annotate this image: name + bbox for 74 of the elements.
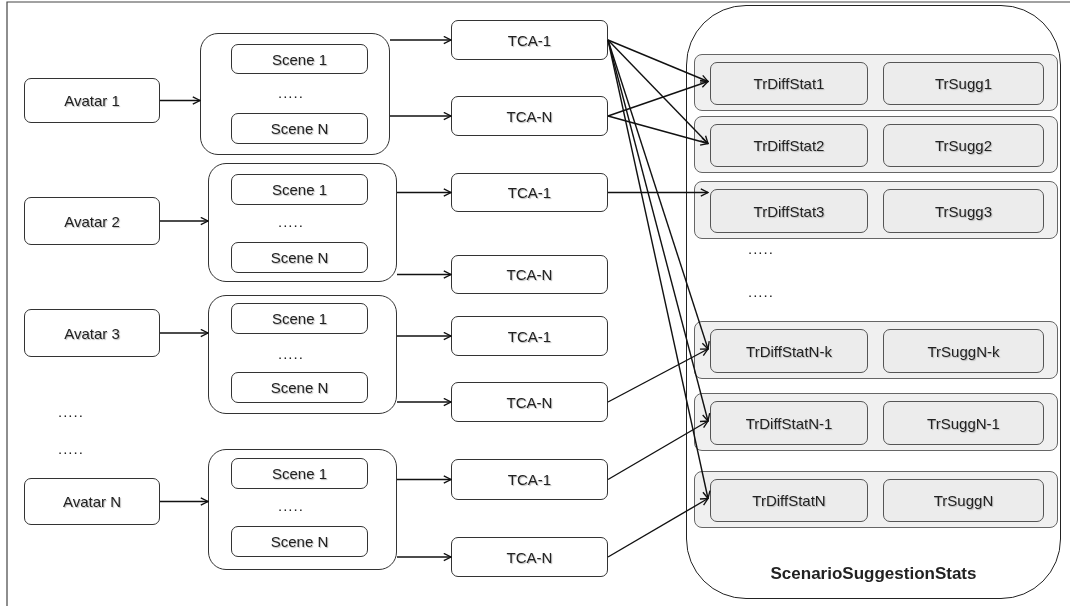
arrow (396, 188, 452, 197)
tca-box: TCA-N (451, 537, 608, 577)
scene-box: Scene 1 (231, 303, 368, 334)
tca-box: TCA-1 (451, 459, 608, 500)
scene-group-box (208, 163, 397, 282)
arrow (607, 497, 709, 558)
suggestion-box: TrSuggN-k (883, 329, 1044, 373)
diff-stat-box: TrDiffStat1 (710, 62, 868, 105)
stats-row-band (694, 116, 1058, 173)
ellipsis-text: ..... (278, 497, 304, 514)
stats-row-band (694, 321, 1058, 379)
ellipsis-text: ..... (748, 240, 774, 257)
arrow (159, 328, 209, 338)
arrow (159, 497, 209, 506)
scene-box: Scene N (231, 526, 368, 557)
arrow (389, 35, 452, 45)
ellipsis-text: ..... (278, 345, 304, 362)
diff-stat-box: TrDiffStatN-k (710, 329, 868, 373)
scene-box: Scene N (231, 242, 368, 273)
tca-box: TCA-N (451, 96, 608, 136)
avatar-box: Avatar 1 (24, 78, 160, 123)
tca-box: TCA-1 (451, 173, 608, 212)
avatar-box: Avatar N (24, 478, 160, 525)
tca-box: TCA-1 (451, 316, 608, 356)
container-title: ScenarioSuggestionStats (769, 564, 978, 584)
arrow (607, 115, 709, 146)
scene-box: Scene N (231, 372, 368, 403)
arrow (607, 39, 710, 350)
tca-box: TCA-N (451, 382, 608, 422)
ellipsis-text: ..... (58, 403, 84, 420)
scene-box: Scene N (231, 113, 368, 144)
arrow (396, 270, 452, 279)
arrow (607, 79, 709, 117)
arrow (159, 96, 201, 105)
arrow (607, 188, 709, 197)
suggestion-box: TrSugg3 (883, 189, 1044, 233)
tca-box: TCA-N (451, 255, 608, 294)
scene-box: Scene 1 (231, 44, 368, 74)
diff-stat-box: TrDiffStatN-1 (710, 401, 868, 445)
stats-container (686, 5, 1061, 599)
arrow (396, 552, 452, 562)
ellipsis-text: ..... (748, 283, 774, 300)
arrow (607, 39, 711, 500)
arrow (607, 39, 709, 145)
scene-group-box (208, 295, 397, 414)
stats-row-band (694, 393, 1058, 451)
suggestion-box: TrSuggN (883, 479, 1044, 522)
ellipsis-text: ..... (278, 84, 304, 101)
arrow (396, 397, 452, 407)
arrow (159, 216, 209, 226)
arrow (607, 39, 709, 83)
stats-row-band (694, 181, 1058, 239)
arrow (607, 348, 709, 403)
arrow (389, 111, 452, 121)
diff-stat-box: TrDiffStat3 (710, 189, 868, 233)
ellipsis-text: ..... (58, 440, 84, 457)
ellipsis-text: ..... (278, 213, 304, 230)
suggestion-box: TrSugg1 (883, 62, 1044, 105)
arrow (607, 420, 709, 481)
arrow (396, 331, 452, 341)
stats-row-band (694, 471, 1058, 528)
avatar-box: Avatar 3 (24, 309, 160, 357)
diff-stat-box: TrDiffStatN (710, 479, 868, 522)
scene-group-box (200, 33, 390, 155)
suggestion-box: TrSuggN-1 (883, 401, 1044, 445)
arrow (396, 475, 452, 484)
avatar-box: Avatar 2 (24, 197, 160, 245)
diff-stat-box: TrDiffStat2 (710, 124, 868, 167)
scene-box: Scene 1 (231, 458, 368, 489)
scene-box: Scene 1 (231, 174, 368, 205)
stats-row-band (694, 54, 1058, 111)
scene-group-box (208, 449, 397, 570)
tca-box: TCA-1 (451, 20, 608, 60)
suggestion-box: TrSugg2 (883, 124, 1044, 167)
